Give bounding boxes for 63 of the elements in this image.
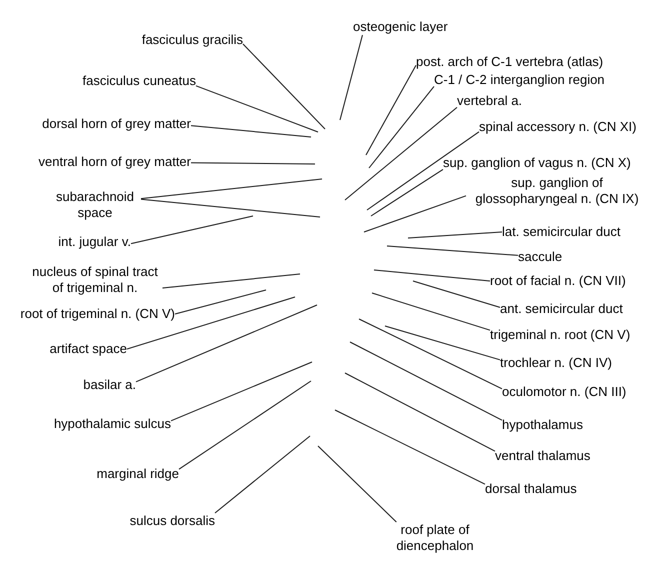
leader-line: [140, 178, 322, 200]
structure-label: root of facial n. (CN VII): [490, 273, 626, 289]
leader-line: [190, 125, 312, 138]
leader-line: [174, 290, 266, 314]
structure-label: trochlear n. (CN IV): [500, 355, 612, 371]
leader-line: [170, 362, 312, 422]
structure-label: int. jugular v.: [58, 234, 131, 250]
structure-label: hypothalamus: [502, 417, 583, 433]
structure-label: spinal accessory n. (CN XI): [479, 119, 636, 135]
structure-label: basilar a.: [83, 377, 136, 393]
leader-line: [368, 86, 434, 168]
leader-line: [126, 296, 296, 350]
structure-label: fasciculus cuneatus: [82, 73, 196, 89]
structure-label: post. arch of C-1 vertebra (atlas): [416, 54, 604, 70]
leader-line: [318, 446, 397, 522]
structure-label: saccule: [518, 249, 562, 265]
leader-line: [350, 342, 502, 421]
leader-line: [242, 44, 326, 130]
structure-label: marginal ridge: [96, 466, 179, 482]
leader-line: [162, 274, 300, 288]
leader-line: [408, 232, 502, 238]
structure-label: ventral thalamus: [495, 448, 590, 464]
structure-label: vertebral a.: [457, 93, 522, 109]
leader-line: [196, 85, 318, 132]
structure-label: ant. semicircular duct: [500, 301, 623, 317]
structure-label: C-1 / C-2 interganglion region: [434, 72, 605, 88]
leader-line: [214, 436, 310, 514]
leader-line: [140, 198, 320, 218]
leader-line: [344, 106, 458, 200]
leader-line: [344, 372, 496, 452]
leader-line: [372, 292, 490, 331]
leader-line: [374, 270, 490, 282]
leader-line: [366, 64, 416, 156]
structure-label: sup. ganglion of glossopharyngeal n. (CN IX): [466, 175, 648, 207]
structure-label: artifact space: [50, 341, 127, 357]
structure-label: nucleus of spinal tract of trigeminal n.: [28, 264, 162, 296]
leader-line: [358, 318, 502, 390]
structure-label: trigeminal n. root (CN V): [490, 327, 630, 343]
structure-label: osteogenic layer: [353, 19, 448, 35]
leader-line: [130, 216, 254, 244]
structure-label: roof plate of diencephalon: [389, 522, 481, 554]
leader-line: [364, 195, 466, 232]
structure-label: fasciculus gracilis: [142, 32, 243, 48]
structure-label: oculomotor n. (CN III): [502, 384, 626, 400]
structure-label: dorsal thalamus: [485, 481, 577, 497]
structure-label: sup. ganglion of vagus n. (CN X): [443, 155, 631, 171]
leader-line: [384, 326, 500, 360]
structure-label: ventral horn of grey matter: [38, 154, 191, 170]
structure-label: lat. semicircular duct: [502, 224, 620, 240]
leader-line: [334, 410, 486, 485]
leader-line: [366, 131, 480, 210]
leader-line: [370, 168, 444, 216]
leader-line: [386, 246, 518, 256]
leader-line: [178, 380, 312, 470]
leader-line: [340, 34, 363, 120]
leader-line: [190, 162, 316, 164]
structure-label: root of trigeminal n. (CN V): [20, 306, 175, 322]
leader-line: [136, 304, 318, 382]
leader-line: [412, 280, 500, 308]
structure-label: subarachnoid space: [49, 189, 141, 221]
structure-label: sulcus dorsalis: [130, 513, 215, 529]
structure-label: hypothalamic sulcus: [54, 416, 171, 432]
structure-label: dorsal horn of grey matter: [42, 116, 191, 132]
